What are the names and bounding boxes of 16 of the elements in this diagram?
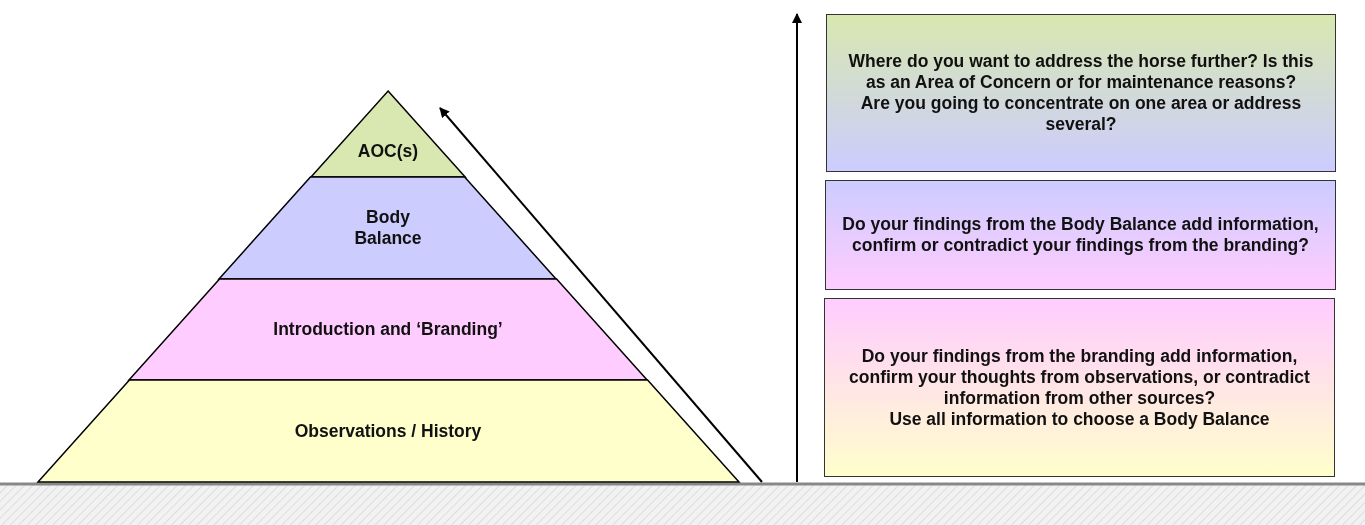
pyramid-top-layer: [310, 91, 466, 177]
node-text: Do your findings from the Body Balance add information, confirm or contradict your findings from the branding?: [841, 214, 1320, 256]
node-text: Are you going to concentrate on one area or address several?: [859, 93, 1303, 135]
node-text: AOC(s): [357, 140, 419, 162]
node-text: Do your findings from the branding add information, confirm your thoughts from observations, or contradict information from other sources?: [848, 345, 1311, 409]
pyramid-layer: [219, 177, 557, 279]
node-text: Observations / History: [294, 420, 482, 442]
text-box: [824, 298, 1335, 477]
node-text: Use all information to choose a Body Balance: [889, 408, 1270, 430]
pyramid-base-layer: [37, 380, 739, 482]
text-box: [826, 14, 1336, 172]
node-text: Body Balance: [353, 207, 423, 249]
node-text: Where do you want to address the horse further? Is this as an Area of Concern or for maintenance reasons?: [847, 51, 1315, 93]
text-box: [825, 180, 1336, 290]
node-text: Introduction and ‘Branding’: [273, 319, 503, 340]
pyramid-layer: [128, 279, 648, 380]
